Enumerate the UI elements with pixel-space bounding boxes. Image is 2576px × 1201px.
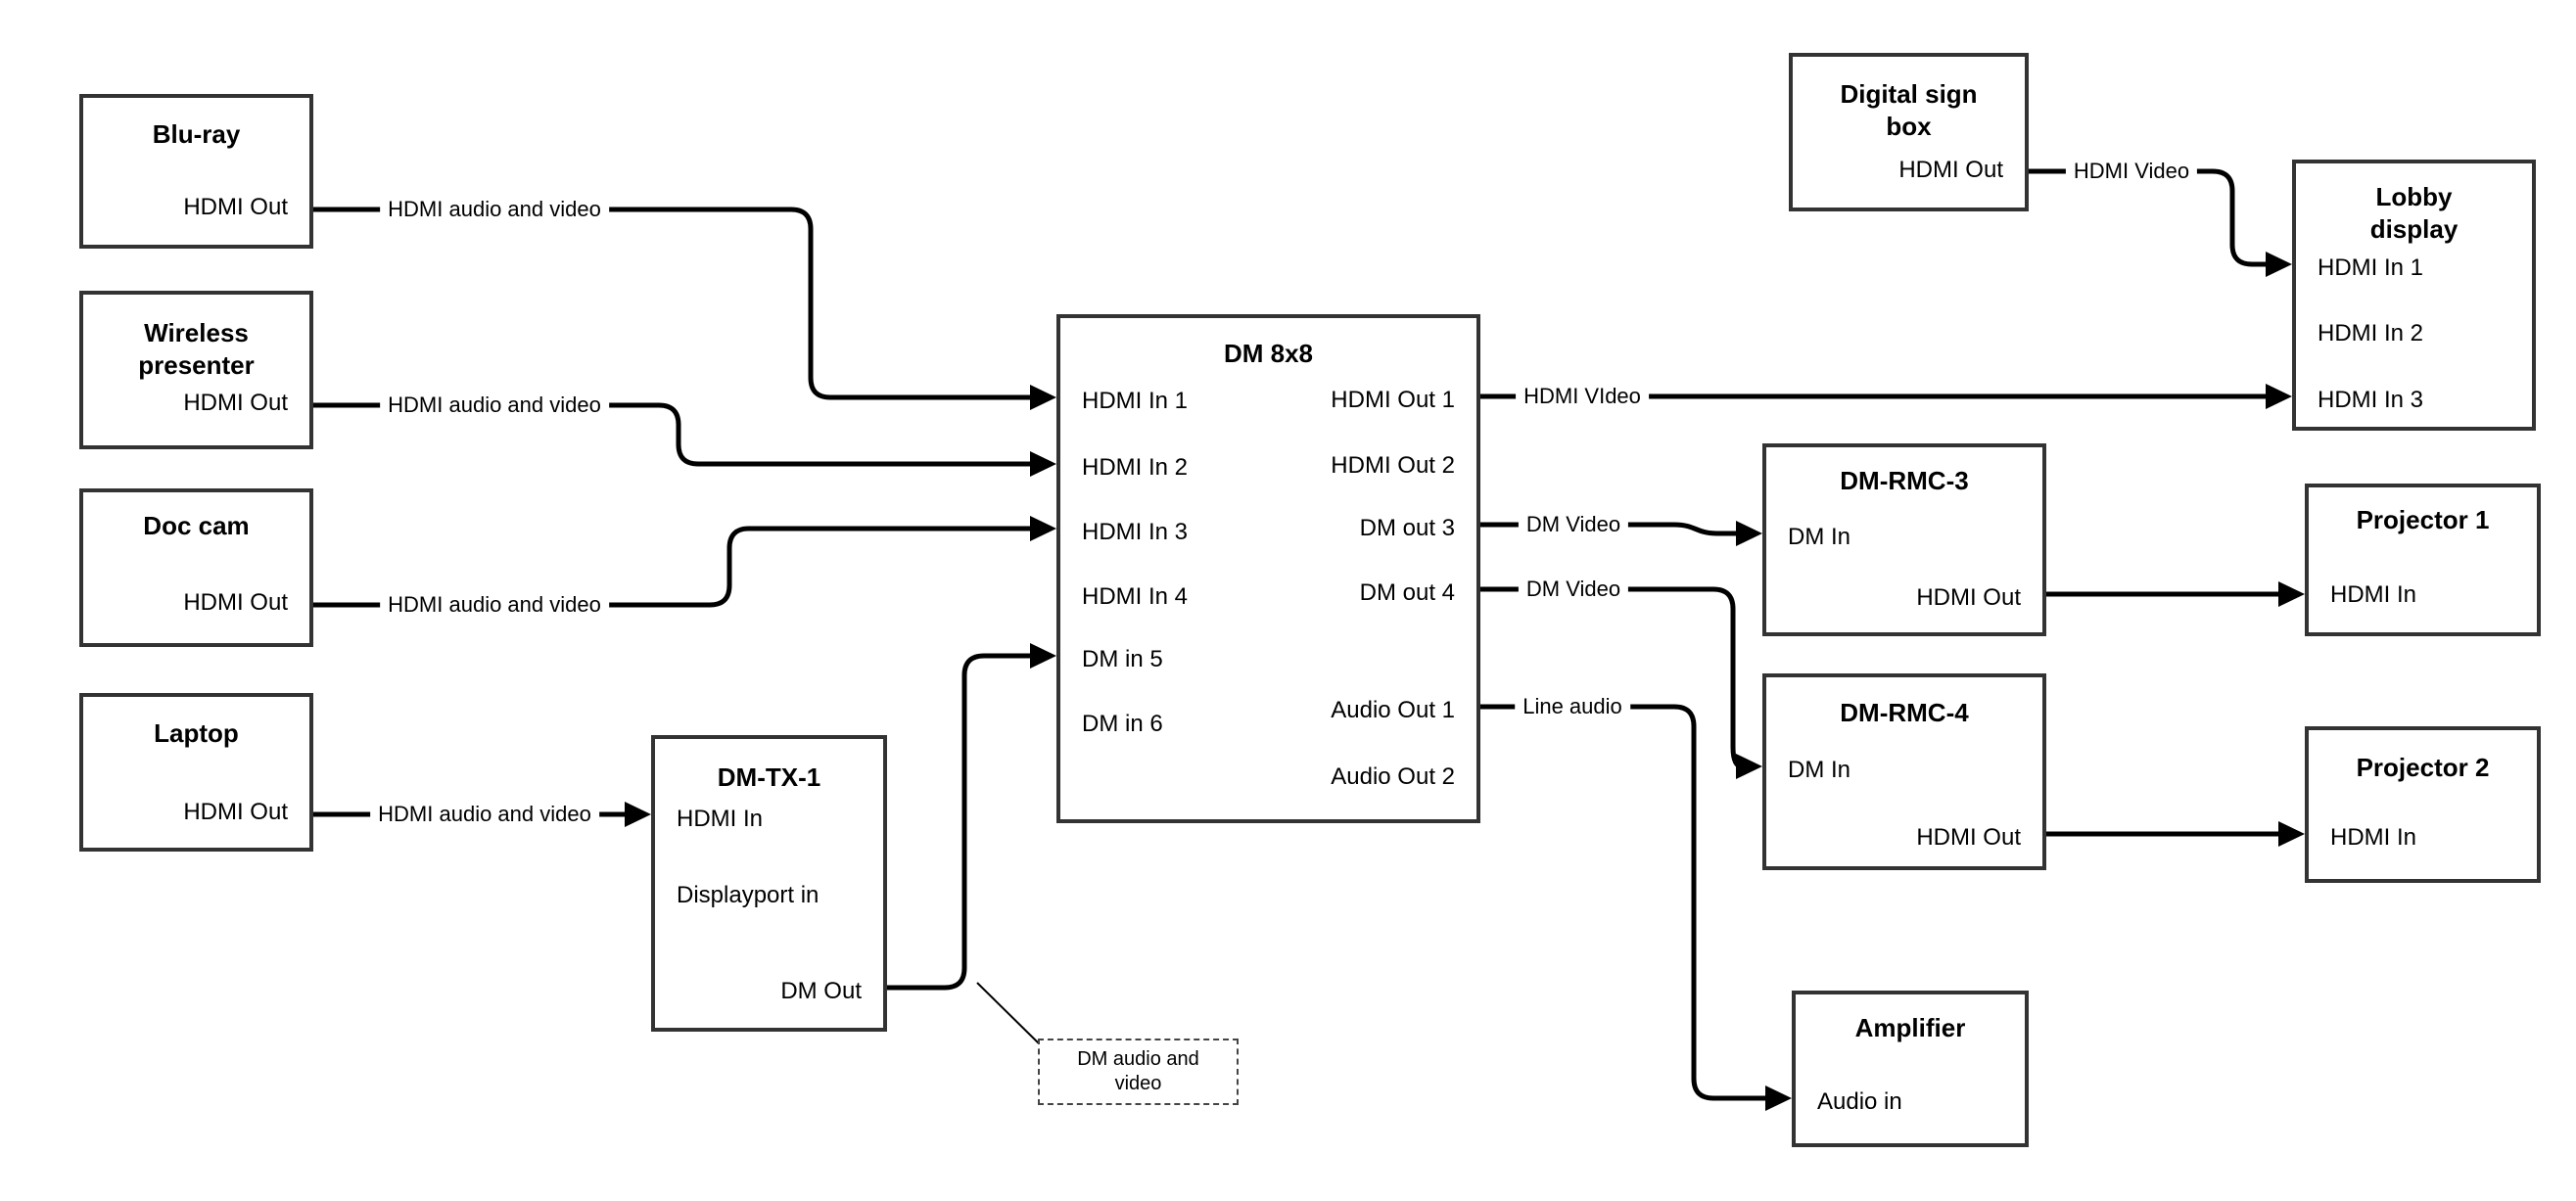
port-hdmi-in-1: HDMI In 1 [1082,388,1189,414]
arrow-into-lobby-hdmi-in-1 [2266,252,2292,277]
port-hdmi-out: HDMI Out [1898,157,2003,183]
port-hdmi-in-1: HDMI In 1 [2318,254,2424,281]
port-hdmi-out: HDMI Out [183,194,288,220]
wire-dmtx1-to-dm8x8 [887,653,1036,991]
port-hdmi-out: HDMI Out [183,799,288,825]
wire-label-hdmi-av-bluray: HDMI audio and video [380,197,609,222]
node-title: DM-RMC-3 [1840,466,1969,495]
port-hdmi-out-1: HDMI Out 1 [1331,387,1455,413]
node-projector-1: Projector 1 HDMI In [2305,484,2541,636]
node-wireless-presenter: Wireless presenter HDMI Out [79,291,313,449]
port-dm-in: DM In [1788,524,1851,550]
node-title: Projector 1 [2356,505,2490,534]
arrowheads [625,252,2305,1111]
port-hdmi-out: HDMI Out [183,589,288,616]
node-laptop: Laptop HDMI Out [79,693,313,852]
arrow-into-dm-in-5 [1030,643,1056,669]
port-hdmi-in: HDMI In [2330,581,2417,608]
port-hdmi-in: HDMI In [677,806,764,832]
arrow-into-hdmi-in-1 [1030,385,1056,410]
node-dm-tx-1: DM-TX-1 HDMI In Displayport in DM Out [651,735,887,1032]
node-blu-ray: Blu-ray HDMI Out [79,94,313,249]
port-hdmi-out-2: HDMI Out 2 [1331,452,1455,479]
node-title: DM-RMC-4 [1840,698,1969,727]
wire-label-line-audio: Line audio [1515,694,1630,719]
arrow-into-hdmi-in-2 [1030,451,1056,477]
callout-text: DM audio and video [1077,1048,1199,1094]
port-dm-in-6: DM in 6 [1082,711,1163,737]
wire-label-dm-video-out4: DM Video [1518,577,1629,602]
arrow-into-hdmi-in-3 [1030,516,1056,541]
node-lobby-display: Lobby display HDMI In 1 HDMI In 2 HDMI I… [2292,160,2536,431]
node-title: Doc cam [143,511,250,540]
port-displayport-in: Displayport in [677,882,820,908]
node-doc-cam: Doc cam HDMI Out [79,488,313,647]
port-hdmi-out: HDMI Out [1916,824,2021,851]
callout-leader-line [976,982,1042,1046]
port-dm-out: DM Out [780,978,862,1004]
arrow-into-dmtx1-hdmi-in [625,802,651,827]
node-title: Lobby display [2369,182,2459,244]
wire-wireless-to-dm8x8 [313,402,1036,467]
arrow-into-projector2-hdmi-in [2278,821,2305,847]
port-dm-in: DM In [1788,757,1851,783]
wire-dm8x8-to-amplifier [1480,704,1771,1101]
node-title: Wireless presenter [138,318,255,380]
port-dm-in-5: DM in 5 [1082,646,1163,672]
node-title: Projector 2 [2356,753,2490,782]
port-audio-out-2: Audio Out 2 [1331,763,1455,790]
wire-label-dm-video-out3: DM Video [1518,512,1629,537]
port-hdmi-in-4: HDMI In 4 [1082,583,1189,610]
port-audio-out-1: Audio Out 1 [1331,697,1455,723]
port-hdmi-in-2: HDMI In 2 [2318,320,2424,346]
node-title: DM 8x8 [1223,339,1314,368]
wire-dm8x8-to-dmrmc3 [1480,522,1742,536]
port-hdmi-out: HDMI Out [1916,584,2021,611]
node-title: Amplifier [1854,1013,1966,1042]
node-projector-2: Projector 2 HDMI In [2305,726,2541,883]
node-dm-8x8: DM 8x8 HDMI In 1 HDMI In 2 HDMI In 3 HDM… [1056,314,1480,823]
node-title: Blu-ray [152,119,241,149]
wire-label-hdmi-av-wireless: HDMI audio and video [380,393,609,418]
port-hdmi-in-2: HDMI In 2 [1082,454,1189,481]
port-hdmi-out: HDMI Out [183,390,288,416]
wire-label-hdmi-video-sign: HDMI Video [2065,159,2198,184]
port-dm-out-3: DM out 3 [1359,515,1455,541]
arrow-into-dmrmc3-dm-in [1736,521,1762,546]
wire-doccam-to-dm8x8 [313,526,1036,608]
arrow-into-dmrmc4-dm-in [1736,754,1762,779]
wire-label-hdmi-av-doccam: HDMI audio and video [380,592,609,618]
node-dm-rmc-4: DM-RMC-4 DM In HDMI Out [1762,673,2046,870]
port-audio-in: Audio in [1817,1088,1902,1115]
arrow-into-lobby-hdmi-in-3 [2266,384,2292,409]
port-hdmi-in-3: HDMI In 3 [1082,519,1189,545]
node-digital-sign-box: Digital sign box HDMI Out [1789,53,2029,211]
port-hdmi-in: HDMI In [2330,824,2417,851]
callout-dm-audio-video: DM audio and video [1038,1039,1239,1105]
port-dm-out-4: DM out 4 [1359,579,1455,606]
node-title: Laptop [154,718,239,748]
port-hdmi-in-3: HDMI In 3 [2318,387,2424,413]
wire-dm8x8-to-dmrmc4 [1480,586,1743,769]
node-title: DM-TX-1 [717,762,821,792]
node-title: Digital sign box [1840,79,1978,141]
node-dm-rmc-3: DM-RMC-3 DM In HDMI Out [1762,443,2046,636]
arrow-into-amplifier-audio-in [1765,1086,1792,1111]
wire-label-hdmi-video-out1: HDMI VIdeo [1516,384,1649,409]
wire-label-hdmi-av-laptop: HDMI audio and video [370,802,599,827]
node-amplifier: Amplifier Audio in [1792,991,2029,1147]
wire-digitalsign-to-lobby [2029,168,2272,267]
arrow-into-projector1-hdmi-in [2278,581,2305,607]
wire-bluray-to-dm8x8 [313,207,1036,400]
